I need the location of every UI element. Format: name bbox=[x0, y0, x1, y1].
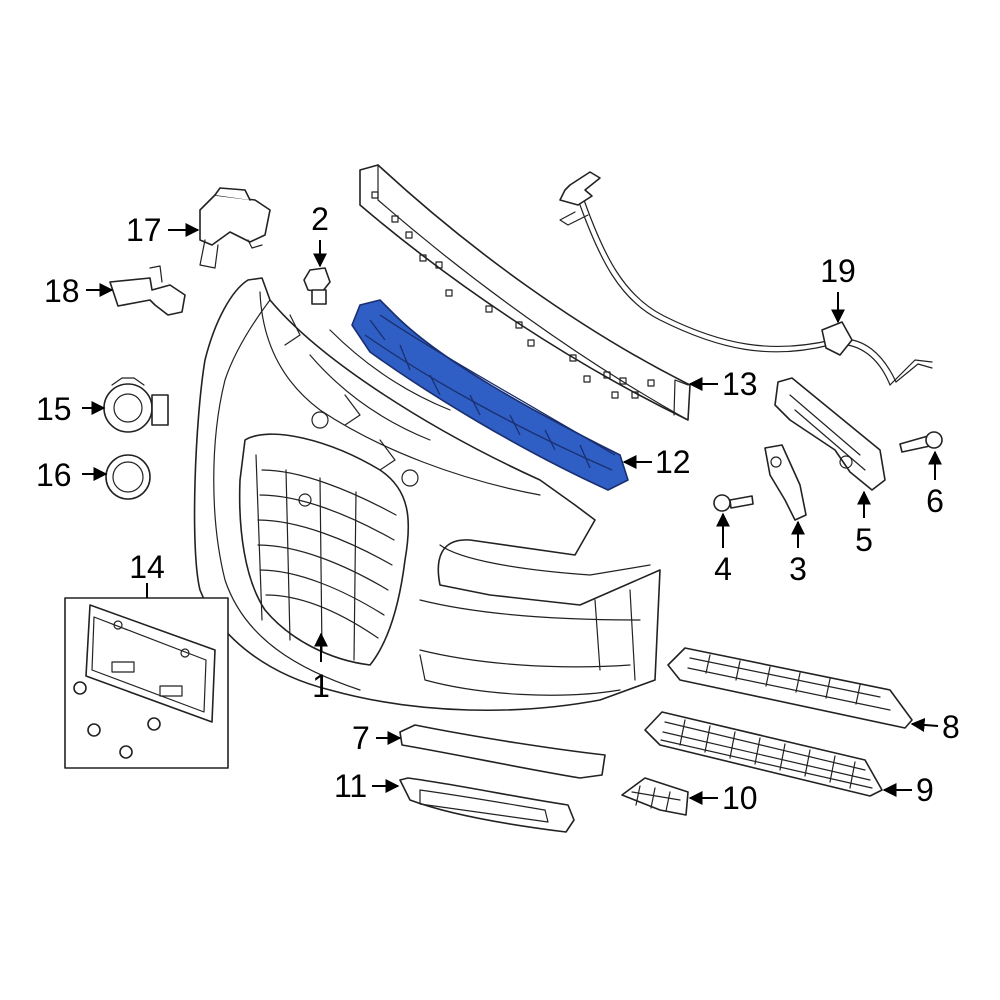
sensor-15 bbox=[103, 377, 169, 433]
fog-bezel-11 bbox=[399, 777, 575, 833]
energy-absorber bbox=[351, 299, 629, 491]
callout-10: 10 bbox=[722, 780, 758, 816]
callout-14: 14 bbox=[129, 549, 165, 585]
callout-2: 2 bbox=[311, 201, 329, 237]
clip-3 bbox=[764, 444, 807, 521]
callout-18: 18 bbox=[44, 273, 80, 309]
screw-4 bbox=[713, 494, 754, 512]
callout-17: 17 bbox=[126, 212, 162, 248]
callout-8: 8 bbox=[942, 709, 960, 745]
bracket-5 bbox=[774, 377, 886, 491]
callout-16: 16 bbox=[36, 457, 72, 493]
callout-7: 7 bbox=[352, 720, 370, 756]
callout-15: 15 bbox=[36, 391, 72, 427]
bumper-cover bbox=[193, 277, 661, 712]
lower-grille-9 bbox=[644, 711, 883, 797]
callout-1: 1 bbox=[312, 668, 330, 704]
callout-13: 13 bbox=[722, 366, 758, 402]
screw-6 bbox=[899, 431, 943, 453]
mesh-insert-10 bbox=[621, 777, 689, 816]
sensor-bracket-17 bbox=[199, 187, 271, 269]
leader-lines bbox=[82, 223, 942, 805]
callout-12: 12 bbox=[655, 444, 691, 480]
sensor-ring-16 bbox=[105, 454, 151, 500]
callout-3: 3 bbox=[789, 551, 807, 587]
callout-11: 11 bbox=[334, 768, 367, 804]
bumper-reinforcement bbox=[359, 164, 691, 421]
trim-strip-7 bbox=[399, 724, 606, 779]
callout-19: 19 bbox=[820, 253, 856, 289]
callout-labels: 1 2 3 4 5 6 7 8 9 10 11 12 13 14 15 16 1… bbox=[36, 201, 960, 816]
callout-9: 9 bbox=[916, 772, 934, 808]
license-bracket-kit bbox=[64, 597, 229, 769]
callout-5: 5 bbox=[855, 522, 873, 558]
callout-6: 6 bbox=[926, 483, 944, 519]
leader-8 bbox=[910, 717, 939, 732]
upper-grille-8 bbox=[667, 647, 913, 729]
callout-4: 4 bbox=[714, 551, 732, 587]
bolt-2 bbox=[303, 267, 331, 305]
sensor-18 bbox=[109, 265, 186, 316]
